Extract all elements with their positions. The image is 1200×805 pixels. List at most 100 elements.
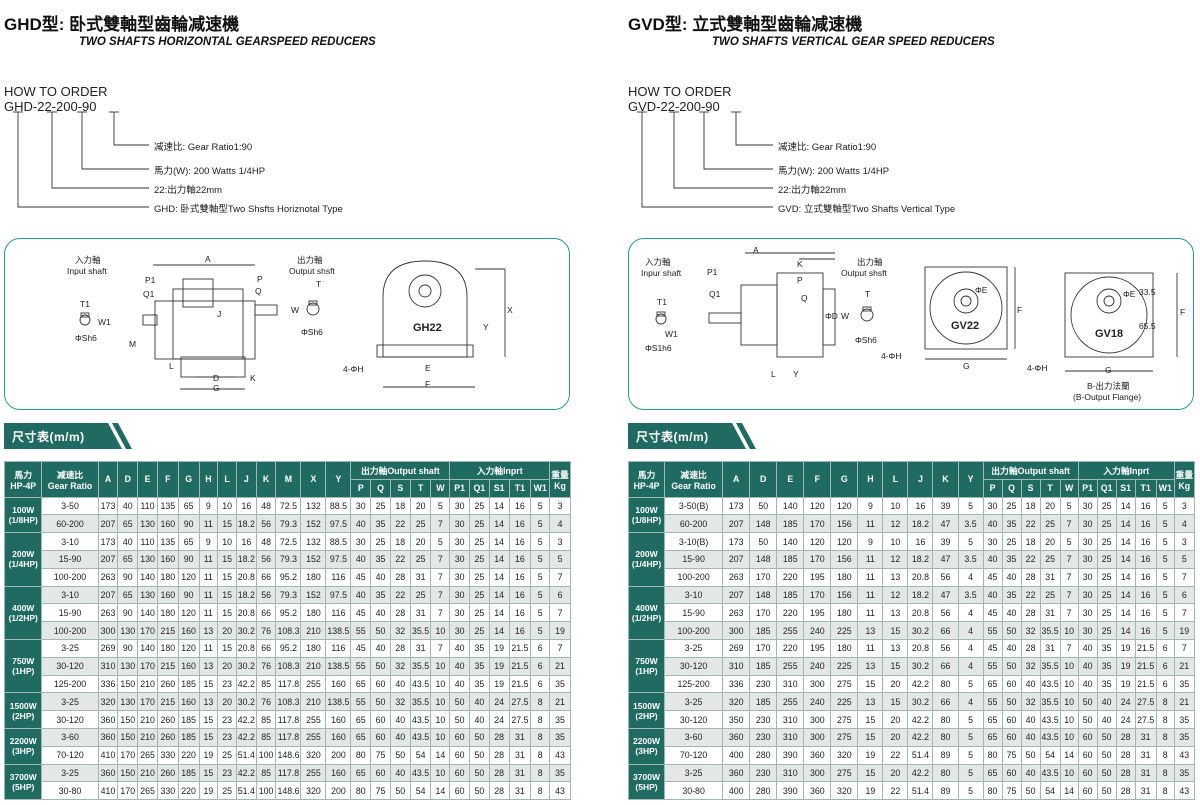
left-cell: 43.5 (409, 674, 432, 694)
left-cell: 65 (350, 674, 372, 694)
left-header-shaft-3: T (409, 478, 432, 498)
left-cell: 16 (508, 496, 532, 516)
right-cell: 13 (857, 692, 884, 712)
right-cell: 40 (982, 549, 1003, 569)
right-header-hp: HP-4P (633, 480, 660, 491)
right-cell: 5 (957, 781, 984, 801)
left-output-shaft-cn: 出力軸 (297, 255, 323, 265)
right-cell: 31 (1134, 781, 1157, 801)
left-cell: 16 (508, 621, 532, 640)
left-power-hp: (1/8HP) (8, 514, 38, 525)
left-cell: 185 (177, 710, 200, 729)
right-cell: 89 (932, 745, 959, 765)
left-cell: 23 (217, 710, 237, 729)
left-cell: 5 (530, 532, 551, 551)
right-cell: 360 (722, 763, 751, 783)
right-header-weight-en: Kg (1178, 480, 1191, 491)
left-cell: 31 (409, 567, 432, 587)
left-cell: 13 (198, 692, 219, 712)
right-cell: 30 (1077, 567, 1098, 587)
left-cell: 42.2 (235, 710, 257, 729)
right-cell: 10 (1059, 656, 1079, 676)
right-header-shaft-7: S1 (1115, 478, 1136, 498)
right-cell: 20.8 (907, 567, 934, 587)
right-cell: 16 (1134, 567, 1157, 587)
right-cell: 35 (1173, 710, 1195, 729)
right-cell: 80 (932, 674, 959, 694)
right-cell: 30.2 (907, 692, 934, 712)
right-cell: 55 (982, 692, 1003, 712)
left-cell: 10 (430, 692, 451, 712)
right-cell: 10 (882, 496, 909, 516)
right-cell: 51.4 (907, 745, 934, 765)
right-cell: 30.2 (907, 621, 934, 640)
left-cell: 170 (137, 621, 158, 640)
left-cell: 50 (468, 727, 490, 747)
left-title: GHD型: 卧式雙軸型齒輪减速機 (4, 15, 240, 34)
left-cell: 120 (177, 603, 200, 623)
right-cell: 220 (776, 567, 805, 587)
right-cell: 3-25 (664, 638, 724, 658)
left-cell: 42.2 (235, 763, 257, 783)
left-cell: 160 (177, 621, 200, 640)
right-cell: 28 (1020, 603, 1041, 623)
right-dim-q: Q (801, 293, 808, 303)
right-cell: 15 (882, 621, 909, 640)
left-power-cell-1: 200W(1/4HP) (3, 532, 43, 587)
left-cell: 330 (156, 745, 179, 765)
left-cell: 65 (117, 585, 139, 605)
right-cell: 5 (1155, 532, 1175, 551)
right-cell: 10 (882, 532, 909, 551)
left-header-dim-11: Y (325, 461, 352, 498)
left-cell: 40 (449, 674, 470, 694)
left-cell: 65 (117, 514, 139, 534)
right-cell: 32 (1020, 656, 1041, 676)
left-header-shaft-7: S1 (488, 478, 510, 498)
right-cell: 16 (1134, 603, 1157, 623)
left-cell: 15 (217, 514, 237, 534)
left-cell: 110 (137, 532, 158, 551)
left-cell: 28 (389, 567, 411, 587)
left-cell: 25 (468, 567, 490, 587)
left-cell: 160 (325, 674, 352, 694)
left-cell: 24 (488, 692, 510, 712)
left-cell: 170 (137, 692, 158, 712)
right-header-dim-4: G (830, 461, 859, 498)
right-diagram-drawing (655, 252, 1178, 372)
left-order-code: GHD-22-200-90 (4, 99, 97, 114)
right-cell: 15 (857, 727, 884, 747)
left-cell: 50 (389, 781, 411, 801)
right-power-cell-5: 2200W(3HP) (627, 727, 666, 765)
left-cell: 130 (137, 585, 158, 605)
right-cell: 51.4 (907, 781, 934, 801)
left-cell: 21.5 (508, 656, 532, 676)
right-cell: 40 (1096, 692, 1117, 712)
left-cell: 215 (156, 621, 179, 640)
right-cell: 56 (932, 567, 959, 587)
left-diagram-drawing (79, 260, 506, 390)
right-cell: 120 (803, 532, 832, 551)
left-input-dia: ΦSh6 (75, 333, 97, 343)
right-cell: 156 (830, 514, 859, 534)
right-cell: 80 (982, 745, 1003, 765)
right-cell: 19 (1115, 638, 1136, 658)
left-header-dim-4: G (177, 461, 200, 498)
right-cell: 3-10 (664, 585, 724, 605)
left-cell: 22 (389, 514, 411, 534)
right-dim-t: T (865, 289, 871, 299)
left-header-dim-7: J (235, 461, 257, 498)
right-cell: 8 (1155, 692, 1175, 712)
left-cell: 210 (137, 763, 158, 783)
left-cell: 265 (137, 745, 158, 765)
right-cell: 50 (1001, 656, 1022, 676)
right-header-dim-5: H (857, 461, 884, 498)
left-cell: 90 (177, 549, 200, 569)
left-cell: 45 (350, 603, 372, 623)
left-cell: 180 (156, 638, 179, 658)
right-cell: 310 (776, 763, 805, 783)
left-cell: 60 (370, 727, 391, 747)
